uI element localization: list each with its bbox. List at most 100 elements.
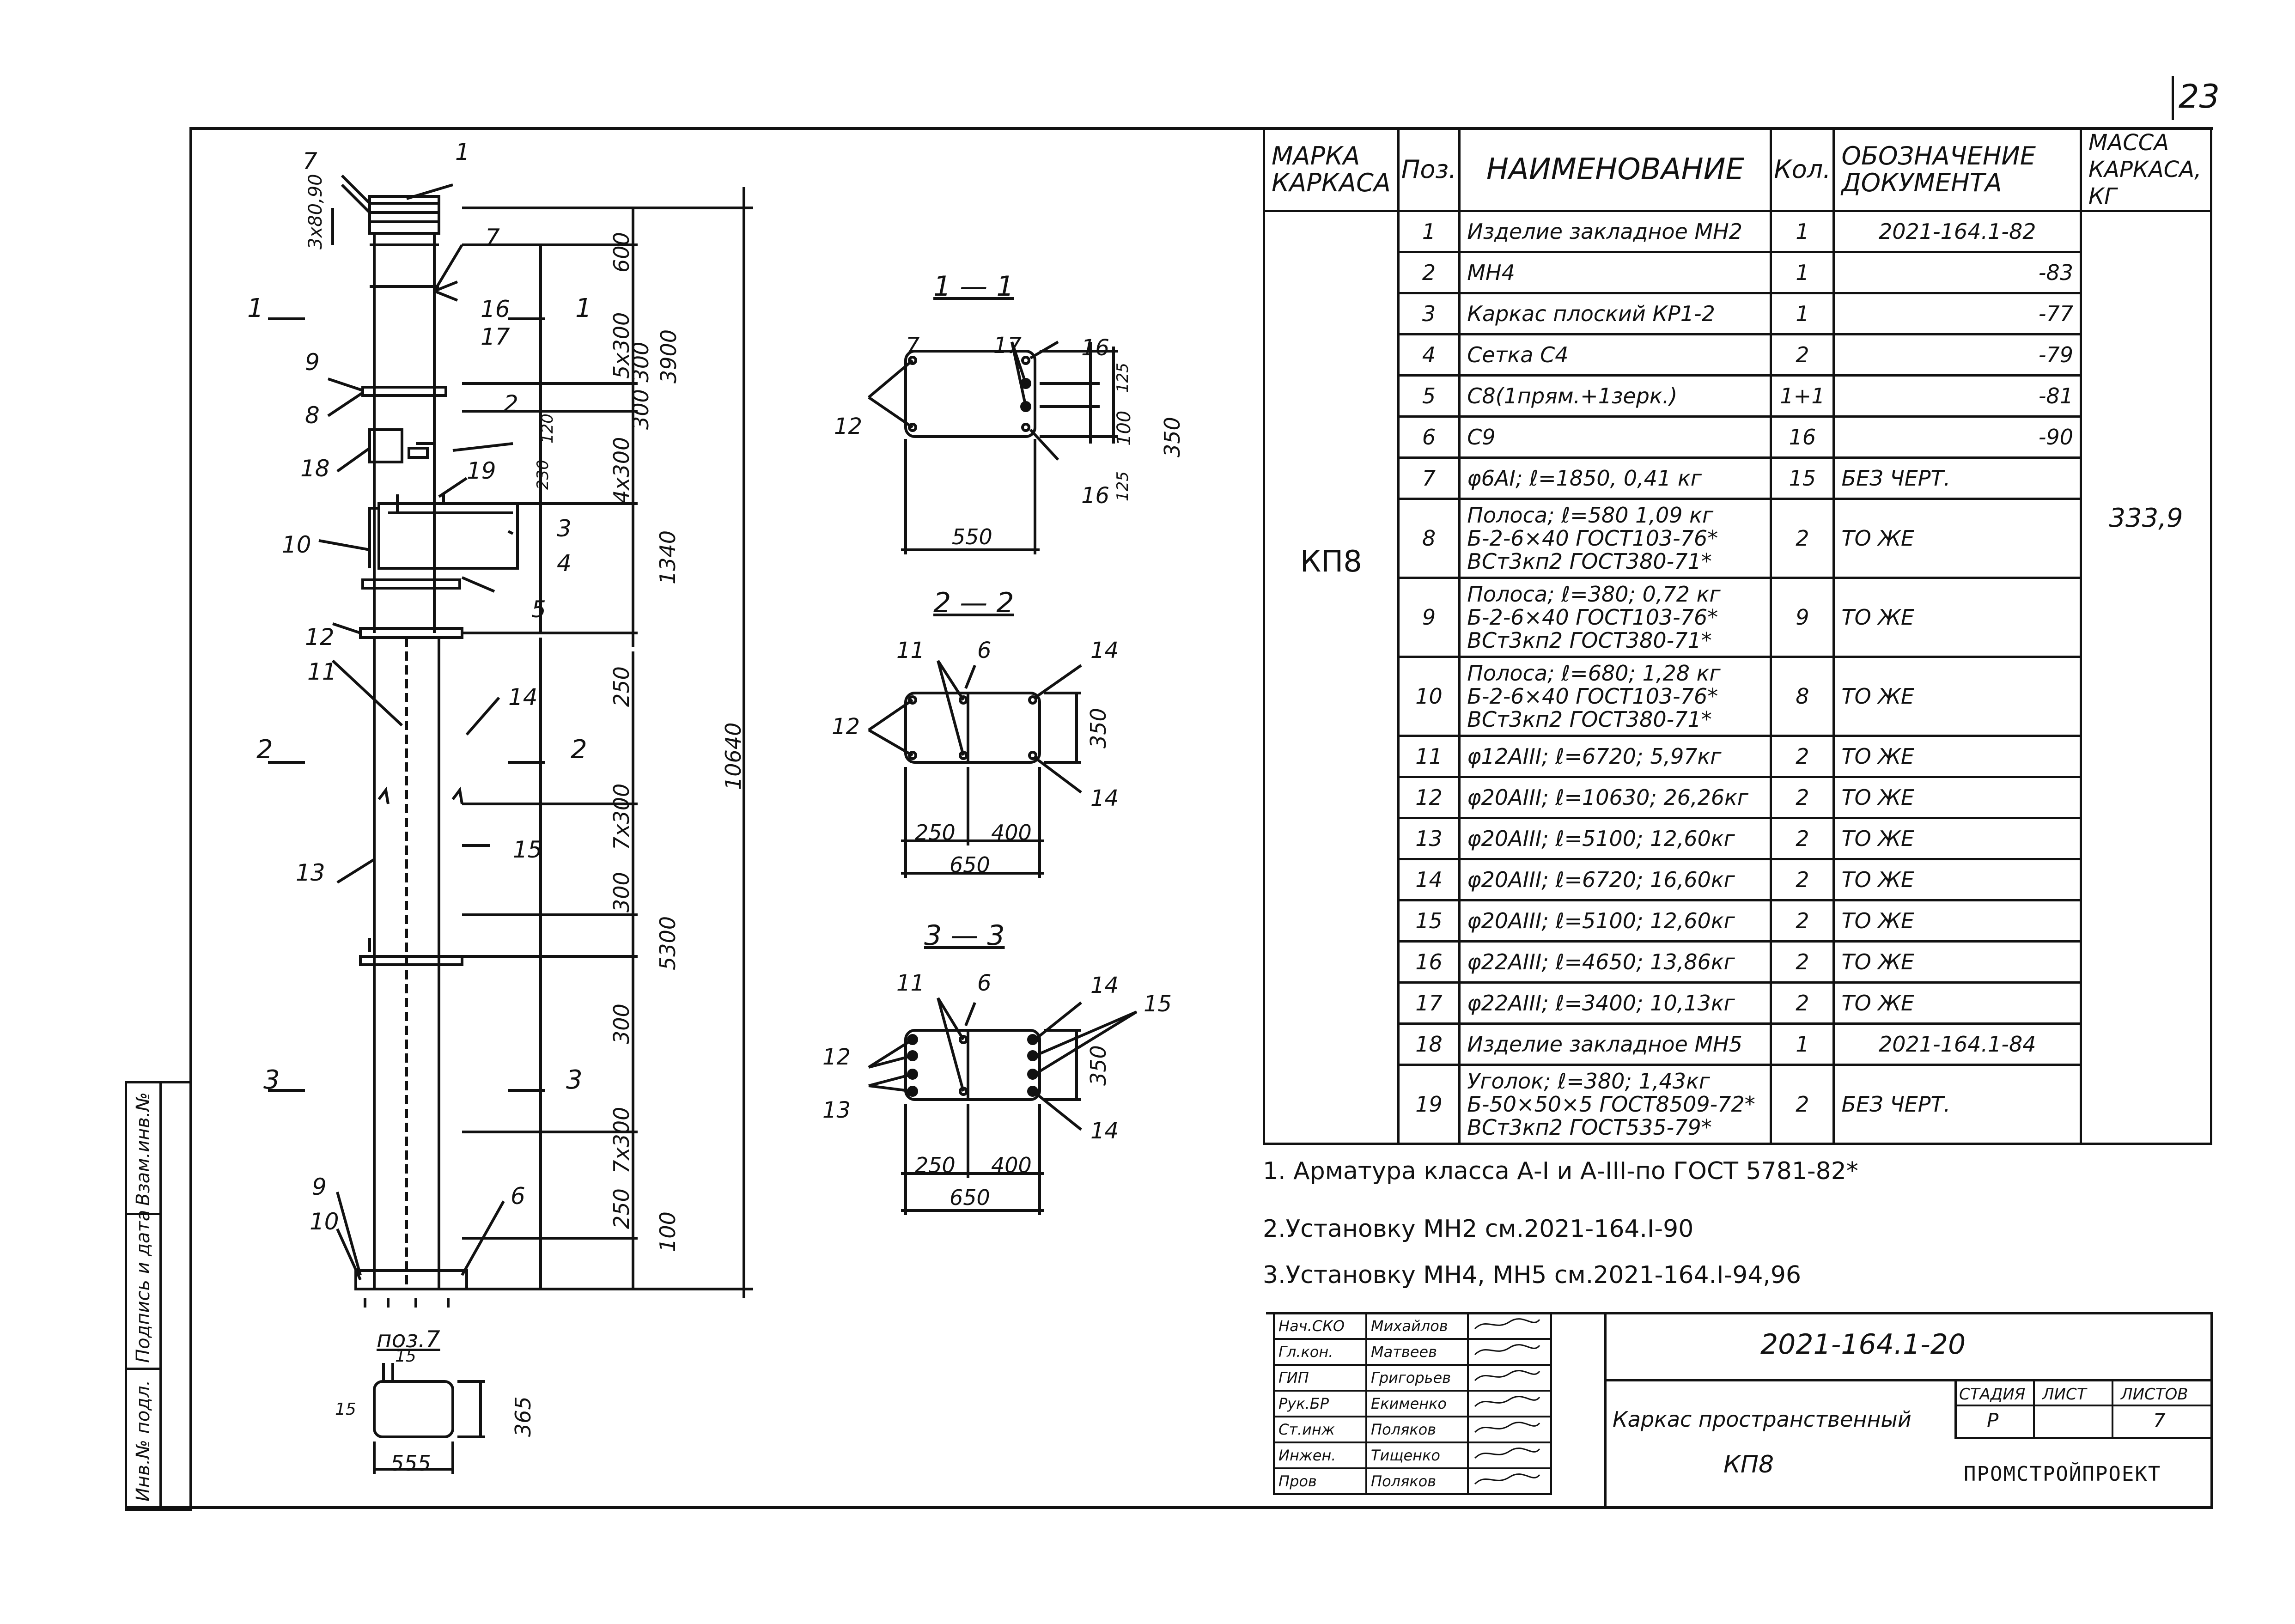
stage-block-v2 (2112, 1379, 2113, 1439)
table-header-row: МАРКА КАРКАСА Поз. НАИМЕНОВАНИЕ Кол. ОБО… (1263, 127, 2212, 212)
row-poz: 8 (1397, 498, 1461, 579)
row-poz: 7 (1397, 456, 1461, 500)
titleblock-top (1266, 1312, 2213, 1314)
section-3-dim-650: 650 (950, 1185, 990, 1210)
section-1-dim-350: 350 (1160, 417, 1185, 457)
pos7-d1: 15 (395, 1347, 416, 1366)
signature-name: Матвеев (1365, 1338, 1469, 1366)
signature-row: Инжен.Тищенко (1273, 1442, 1552, 1469)
row-kol: 2 (1770, 817, 1835, 860)
column-label-10a: 10 (282, 531, 311, 558)
row-name: Уголок; ℓ=380; 1,43кг Б-50×50×5 ГОСТ8509… (1458, 1064, 1772, 1145)
row-poz: 17 (1397, 981, 1461, 1025)
section-3-label-14a: 14 (1090, 973, 1119, 998)
row-kol: 2 (1770, 899, 1835, 943)
row-kol: 2 (1770, 1064, 1835, 1145)
row-kol: 9 (1770, 577, 1835, 658)
row-doc: ТО ЖЕ (1832, 776, 2082, 819)
row-doc: ТО ЖЕ (1832, 577, 2082, 658)
dim-3900: 3900 (656, 329, 681, 383)
row-poz: 18 (1397, 1022, 1461, 1066)
row-poz: 19 (1397, 1064, 1461, 1145)
frame-top (189, 127, 2213, 130)
section-3-drawing (868, 997, 1138, 1215)
section-mark-3-left: 3 (263, 1065, 280, 1095)
signature-role: Инжен. (1273, 1442, 1367, 1469)
row-poz: 15 (1397, 899, 1461, 943)
row-kol: 1 (1770, 292, 1835, 335)
row-poz: 11 (1397, 735, 1461, 778)
section-3-label-14b: 14 (1090, 1118, 1119, 1144)
header-name: НАИМЕНОВАНИЕ (1458, 127, 1772, 212)
stage-block-left (1954, 1379, 1957, 1439)
section-3-dim-250: 250 (915, 1153, 956, 1178)
row-doc: -81 (1832, 374, 2082, 418)
section-2-title: 2 — 2 (933, 587, 1014, 619)
row-poz: 9 (1397, 577, 1461, 658)
pos7-title: поз.7 (377, 1326, 440, 1353)
column-label-15: 15 (513, 836, 542, 863)
signature-name: Екименко (1365, 1390, 1469, 1417)
signature-mark (1467, 1416, 1552, 1443)
header-mass: МАССА КАРКАСА, КГ (2080, 127, 2212, 212)
header-kol: Кол. (1770, 127, 1835, 212)
section-1-dim-550: 550 (952, 524, 992, 549)
signature-name: Григорьев (1365, 1364, 1469, 1392)
side-stamp-a: Инв.№ подл. (127, 1370, 162, 1506)
row-doc: ТО ЖЕ (1832, 498, 2082, 579)
dim-600: 600 (609, 232, 634, 273)
dim-4x300: 4x300 (609, 437, 634, 504)
column-label-19: 19 (467, 457, 496, 484)
row-kol: 1 (1770, 1022, 1835, 1066)
row-doc: ТО ЖЕ (1832, 656, 2082, 737)
section-mark-2-left: 2 (256, 735, 273, 765)
marka-cell: КП8 (1263, 210, 1400, 1145)
dim-7x300-b: 7x300 (609, 1107, 634, 1174)
organization: ПРОМСТРОЙПРОЕКТ (1964, 1462, 2161, 1486)
column-label-9b: 9 (312, 1174, 327, 1200)
section-1-label-16b: 16 (1081, 483, 1110, 509)
frame-left (189, 127, 192, 1508)
section-2-label-14a: 14 (1090, 638, 1119, 663)
signature-name: Михайлов (1365, 1312, 1469, 1340)
row-poz: 5 (1397, 374, 1461, 418)
row-poz: 6 (1397, 415, 1461, 459)
signature-role: Гл.кон. (1273, 1338, 1367, 1366)
row-name: Изделие закладное МН5 (1458, 1022, 1772, 1066)
section-mark-1-left: 1 (247, 293, 264, 323)
section-mark-2-right: 2 (571, 735, 587, 765)
pos7-width: 555 (390, 1451, 431, 1476)
frame-right (2210, 1312, 2213, 1508)
sheet-number: 23 (2179, 78, 2220, 116)
row-kol: 1 (1770, 251, 1835, 294)
sheet-header: ЛИСТ (2042, 1385, 2087, 1404)
column-label-11: 11 (307, 658, 337, 685)
section-1-dim-100: 100 (1114, 410, 1135, 446)
row-poz: 10 (1397, 656, 1461, 737)
sheets-header: ЛИСТОВ (2121, 1385, 2188, 1404)
row-kol: 2 (1770, 858, 1835, 901)
dim-300-a: 300 (609, 872, 634, 912)
signature-role: Нач.СКО (1273, 1312, 1367, 1340)
row-poz: 13 (1397, 817, 1461, 860)
row-kol: 2 (1770, 735, 1835, 778)
row-name: φ20АIII; ℓ=10630; 26,26кг (1458, 776, 1772, 819)
dim-7x300-a: 7x300 (609, 783, 634, 850)
titleblock-divider (1604, 1312, 1607, 1508)
row-kol: 2 (1770, 498, 1835, 579)
signature-role: Пров (1273, 1467, 1367, 1495)
column-label-2: 2 (504, 390, 518, 417)
section-2-dim-400: 400 (991, 820, 1032, 845)
section-2-label-11: 11 (896, 638, 925, 663)
dim-300-b: 300 (609, 1004, 634, 1044)
side-stamp: Взам.инв.№ Подпись и дата Инв.№ подл. (125, 1081, 192, 1511)
row-name: φ20АIII; ℓ=5100; 12,60кг (1458, 899, 1772, 943)
